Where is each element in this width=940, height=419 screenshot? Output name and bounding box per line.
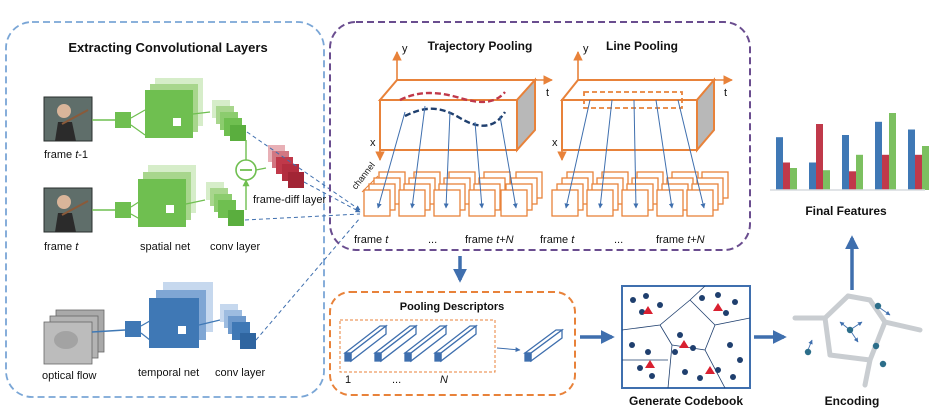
frame-prev-photo	[43, 96, 93, 142]
extracting-title: Extracting Convolutional Layers	[68, 40, 267, 55]
temporal-net	[91, 282, 256, 349]
pooling-panel	[329, 21, 751, 251]
conv-layer-label-top: conv layer	[210, 241, 260, 253]
feature-connectors	[244, 131, 361, 341]
line-axis-t: t	[724, 87, 727, 99]
frame-diff-stack	[268, 145, 304, 188]
pooling-descriptors-panel	[329, 291, 576, 396]
desc-label-dots: ...	[392, 374, 401, 386]
frame-prev-label: frame t-1	[44, 149, 88, 161]
feature-bar-g1-s2	[783, 162, 790, 190]
feature-bar-g2-s2	[816, 124, 823, 190]
traj-axis-t: t	[546, 87, 549, 99]
trajectory-volume: y x t	[370, 43, 553, 161]
traj-axis-y: y	[402, 43, 408, 55]
descriptor-prisms	[343, 324, 564, 363]
feature-bar-g3-s3	[856, 154, 863, 190]
final-features-chart	[776, 113, 929, 190]
extracting-panel	[5, 21, 325, 398]
traj-frame-t-label: frame t	[354, 234, 389, 246]
desc-label-n: N	[440, 374, 448, 386]
trajectory-title: Trajectory Pooling	[428, 39, 533, 53]
spatial-net-bottom	[92, 165, 244, 227]
line-volume: y x t	[552, 43, 733, 161]
pooling-descriptors-title: Pooling Descriptors	[400, 301, 505, 313]
optical-flow-label: optical flow	[42, 370, 96, 382]
traj-frame-tn-label: frame t+N	[465, 234, 514, 246]
feature-bar-g4-s2	[882, 154, 889, 190]
line-axis-y: y	[583, 43, 589, 55]
conv-layer-label-bottom: conv layer	[215, 367, 265, 379]
encoding-title: Encoding	[825, 394, 880, 408]
frame-cur-photo	[43, 187, 93, 233]
feature-bar-g3-s1	[842, 135, 849, 190]
line-ellipsis: ...	[614, 234, 623, 246]
feature-bar-g3-s2	[849, 171, 856, 190]
line-title: Line Pooling	[606, 39, 678, 53]
descriptors-to-single-arrow	[496, 347, 521, 353]
optical-flow-stack	[43, 309, 105, 365]
line-frame-tn-label: frame t+N	[656, 234, 705, 246]
feature-bar-g2-s1	[809, 162, 816, 190]
feature-bar-g1-s3	[790, 168, 797, 190]
frame-diff-label: frame-diff layer	[253, 194, 326, 206]
spatial-net-label: spatial net	[140, 241, 190, 253]
feature-bar-g5-s1	[908, 129, 915, 190]
traj-ellipsis: ...	[428, 234, 437, 246]
line-axis-x: x	[552, 137, 558, 149]
frame-cur-label: frame t	[44, 241, 79, 253]
final-features-title: Final Features	[805, 204, 887, 218]
line-frame-t-label: frame t	[540, 234, 575, 246]
subtract-node	[235, 140, 267, 210]
temporal-net-label: temporal net	[138, 367, 199, 379]
codebook-voronoi	[621, 285, 751, 389]
feature-bar-g5-s2	[915, 154, 922, 190]
desc-label-1: 1	[345, 374, 351, 386]
traj-feature-stacks	[363, 171, 543, 217]
encoding-graphic	[792, 293, 923, 388]
feature-bar-g2-s3	[823, 170, 830, 190]
descriptors-group-box	[339, 319, 496, 373]
feature-bar-g5-s3	[922, 146, 929, 190]
line-feature-stacks	[551, 171, 729, 217]
codebook-title: Generate Codebook	[629, 394, 743, 408]
traj-axis-x: x	[370, 137, 376, 149]
feature-bar-g4-s3	[889, 113, 896, 190]
spatial-net-top	[92, 78, 246, 141]
feature-bar-g1-s1	[776, 137, 783, 190]
feature-bar-g4-s1	[875, 121, 882, 190]
projection-arrows	[376, 99, 706, 209]
